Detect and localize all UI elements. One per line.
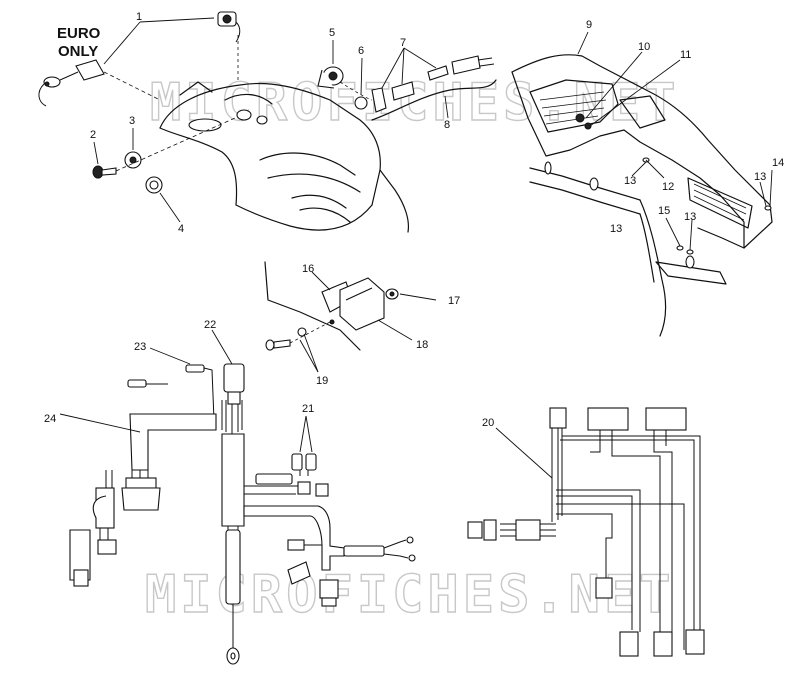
console-panel xyxy=(159,81,410,233)
callout-6: 6 xyxy=(358,45,364,57)
callout-13-c: 13 xyxy=(684,211,696,223)
callout-13-d: 13 xyxy=(610,223,622,235)
callout-13-b: 13 xyxy=(754,171,766,183)
callout-23: 23 xyxy=(134,341,146,353)
callout-22: 22 xyxy=(204,319,216,331)
callout-3: 3 xyxy=(129,115,135,127)
callout-2: 2 xyxy=(90,129,96,141)
callout-20: 20 xyxy=(482,417,494,429)
callout-16: 16 xyxy=(302,263,314,275)
callout-18: 18 xyxy=(416,339,428,351)
callout-13-a: 13 xyxy=(624,175,636,187)
callout-24: 24 xyxy=(44,413,56,425)
callout-17: 17 xyxy=(448,295,460,307)
callout-11: 11 xyxy=(680,49,691,61)
callout-labels: 1 2 3 4 5 6 7 8 9 10 11 12 13 13 13 13 1… xyxy=(44,11,784,429)
callout-15: 15 xyxy=(658,205,670,217)
note-line-2: ONLY xyxy=(58,43,98,60)
auxiliary-wiring-harness xyxy=(467,407,705,657)
callout-5: 5 xyxy=(329,27,335,39)
callout-7: 7 xyxy=(400,37,406,49)
callout-21: 21 xyxy=(302,403,314,415)
switch-and-connectors xyxy=(317,55,495,113)
ignition-key-switch xyxy=(38,11,241,107)
callout-14: 14 xyxy=(772,157,784,169)
callout-19: 19 xyxy=(316,375,328,387)
callout-8: 8 xyxy=(444,119,450,131)
frame-rail xyxy=(529,161,727,337)
watermark-bottom: MICROFICHES.NET xyxy=(145,565,675,625)
callout-4: 4 xyxy=(178,223,184,235)
callout-10: 10 xyxy=(638,41,650,53)
fender-cover xyxy=(511,54,773,255)
callout-9: 9 xyxy=(586,19,592,31)
watermark-top: MICROFICHES.NET xyxy=(150,73,680,133)
callout-1: 1 xyxy=(136,11,142,23)
screw-nut-washer-set xyxy=(92,151,163,194)
module-bracket xyxy=(264,261,399,351)
note-line-1: EURO xyxy=(57,25,101,42)
callout-12: 12 xyxy=(662,181,674,193)
main-wiring-harness xyxy=(69,363,416,665)
